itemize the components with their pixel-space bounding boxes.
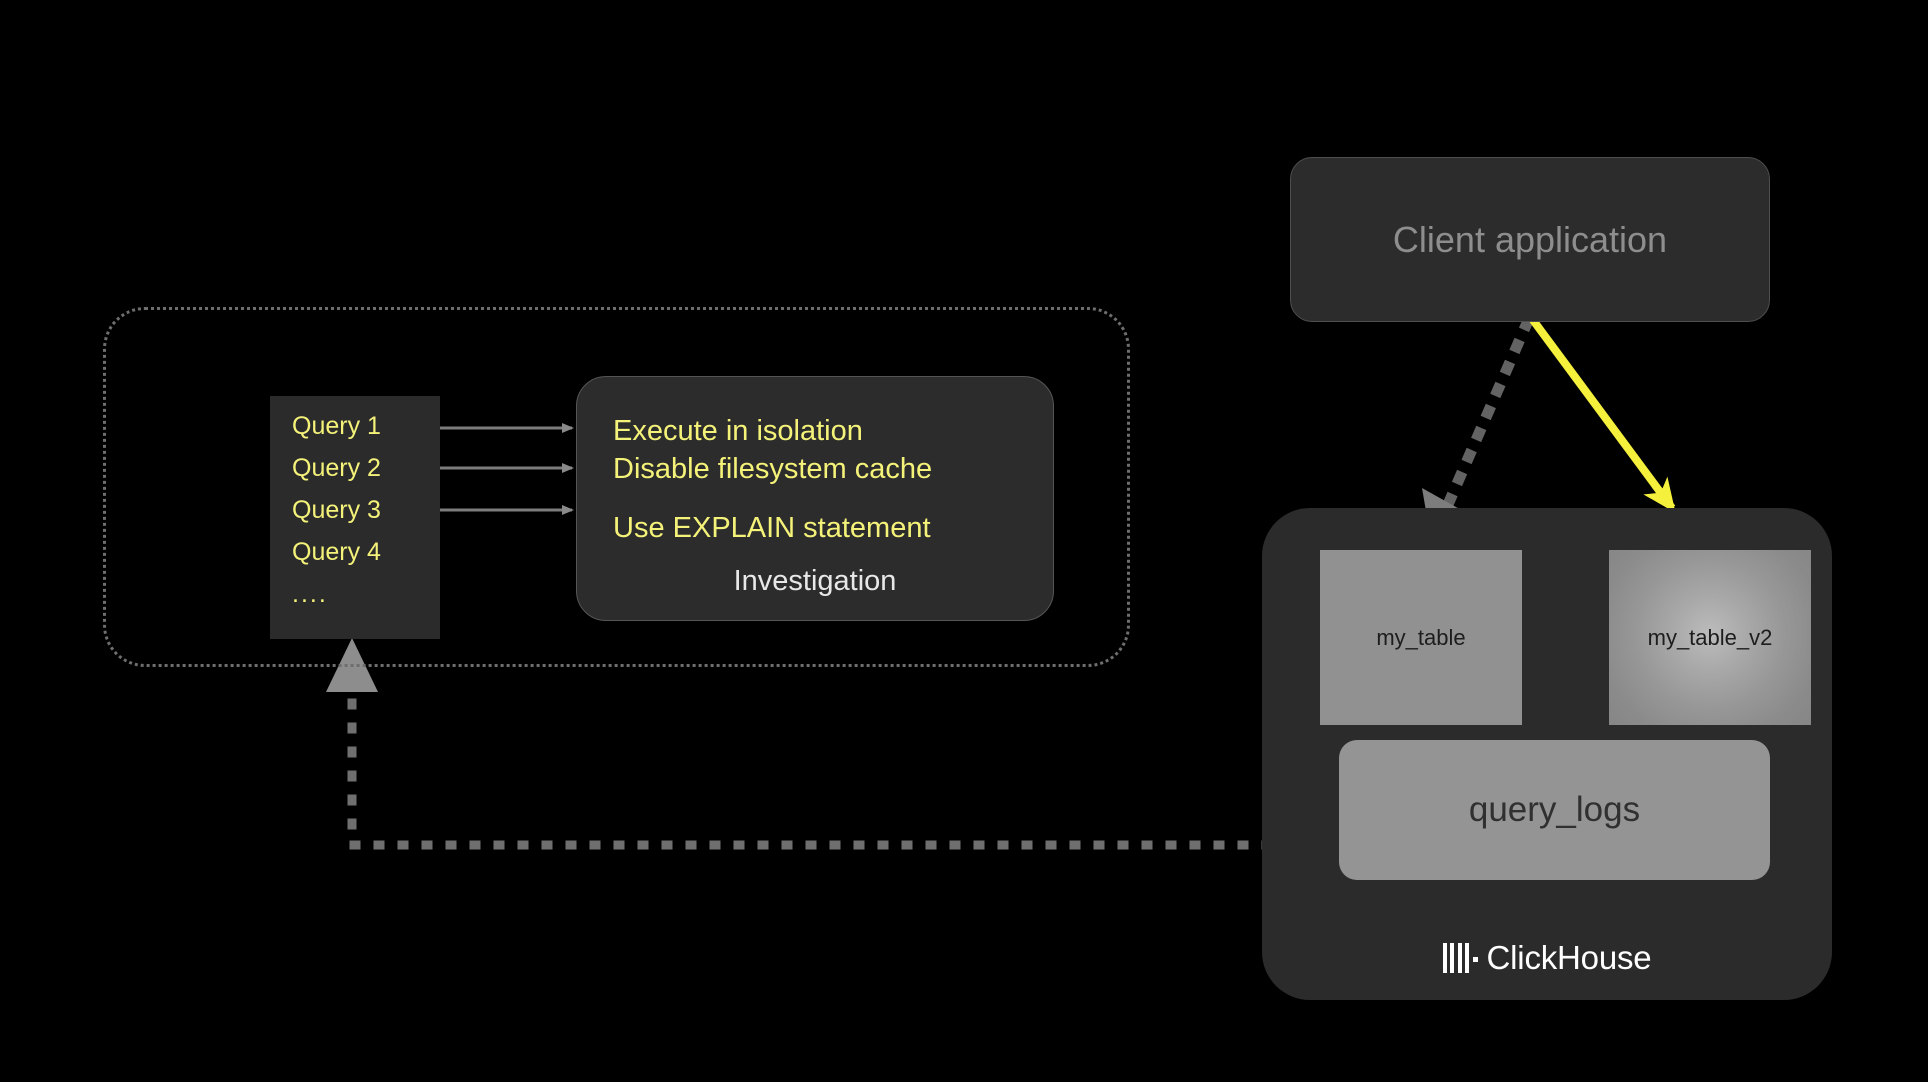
query-list-item[interactable]: Query 4 — [292, 538, 381, 566]
query-list-item-more[interactable]: .... — [292, 580, 328, 608]
table-query-logs-label: query_logs — [1468, 790, 1641, 829]
clickhouse-bars-icon — [1442, 943, 1478, 973]
investigation-step: Disable filesystem cache — [613, 452, 933, 485]
query-list-item[interactable]: Query 3 — [292, 496, 381, 524]
investigation-panel: Execute in isolation Disable filesystem … — [576, 376, 1054, 621]
table-my-table-label: my_table — [1376, 624, 1466, 650]
path-client-to-my-table — [1435, 315, 1535, 524]
query-list-item[interactable]: Query 2 — [292, 454, 381, 482]
clickhouse-wordmark: ClickHouse — [1486, 939, 1652, 976]
table-my-table-v2[interactable]: my_table_v2 — [1609, 550, 1811, 725]
clickhouse-panel: my_table my_table_v2 query_logs ClickHou… — [1262, 508, 1832, 1000]
path-client-to-my-table-v2 — [1529, 317, 1676, 513]
feedback-path-query-logs-to-queries — [347, 685, 1345, 850]
investigation-container — [103, 307, 1130, 667]
query-list-box[interactable]: Query 1 Query 2 Query 3 Query 4 .... — [270, 396, 440, 639]
query-list-item[interactable]: Query 1 — [292, 412, 381, 440]
client-application-box[interactable]: Client application — [1290, 157, 1770, 322]
table-my-table[interactable]: my_table — [1320, 550, 1522, 725]
clickhouse-logo: ClickHouse — [1262, 939, 1832, 977]
table-query-logs[interactable]: query_logs — [1339, 740, 1770, 880]
client-application-label: Client application — [1392, 218, 1668, 260]
investigation-step: Use EXPLAIN statement — [613, 512, 931, 545]
table-my-table-v2-label: my_table_v2 — [1647, 624, 1773, 650]
investigation-panel-title: Investigation — [733, 565, 897, 597]
investigation-step: Execute in isolation — [613, 415, 863, 447]
